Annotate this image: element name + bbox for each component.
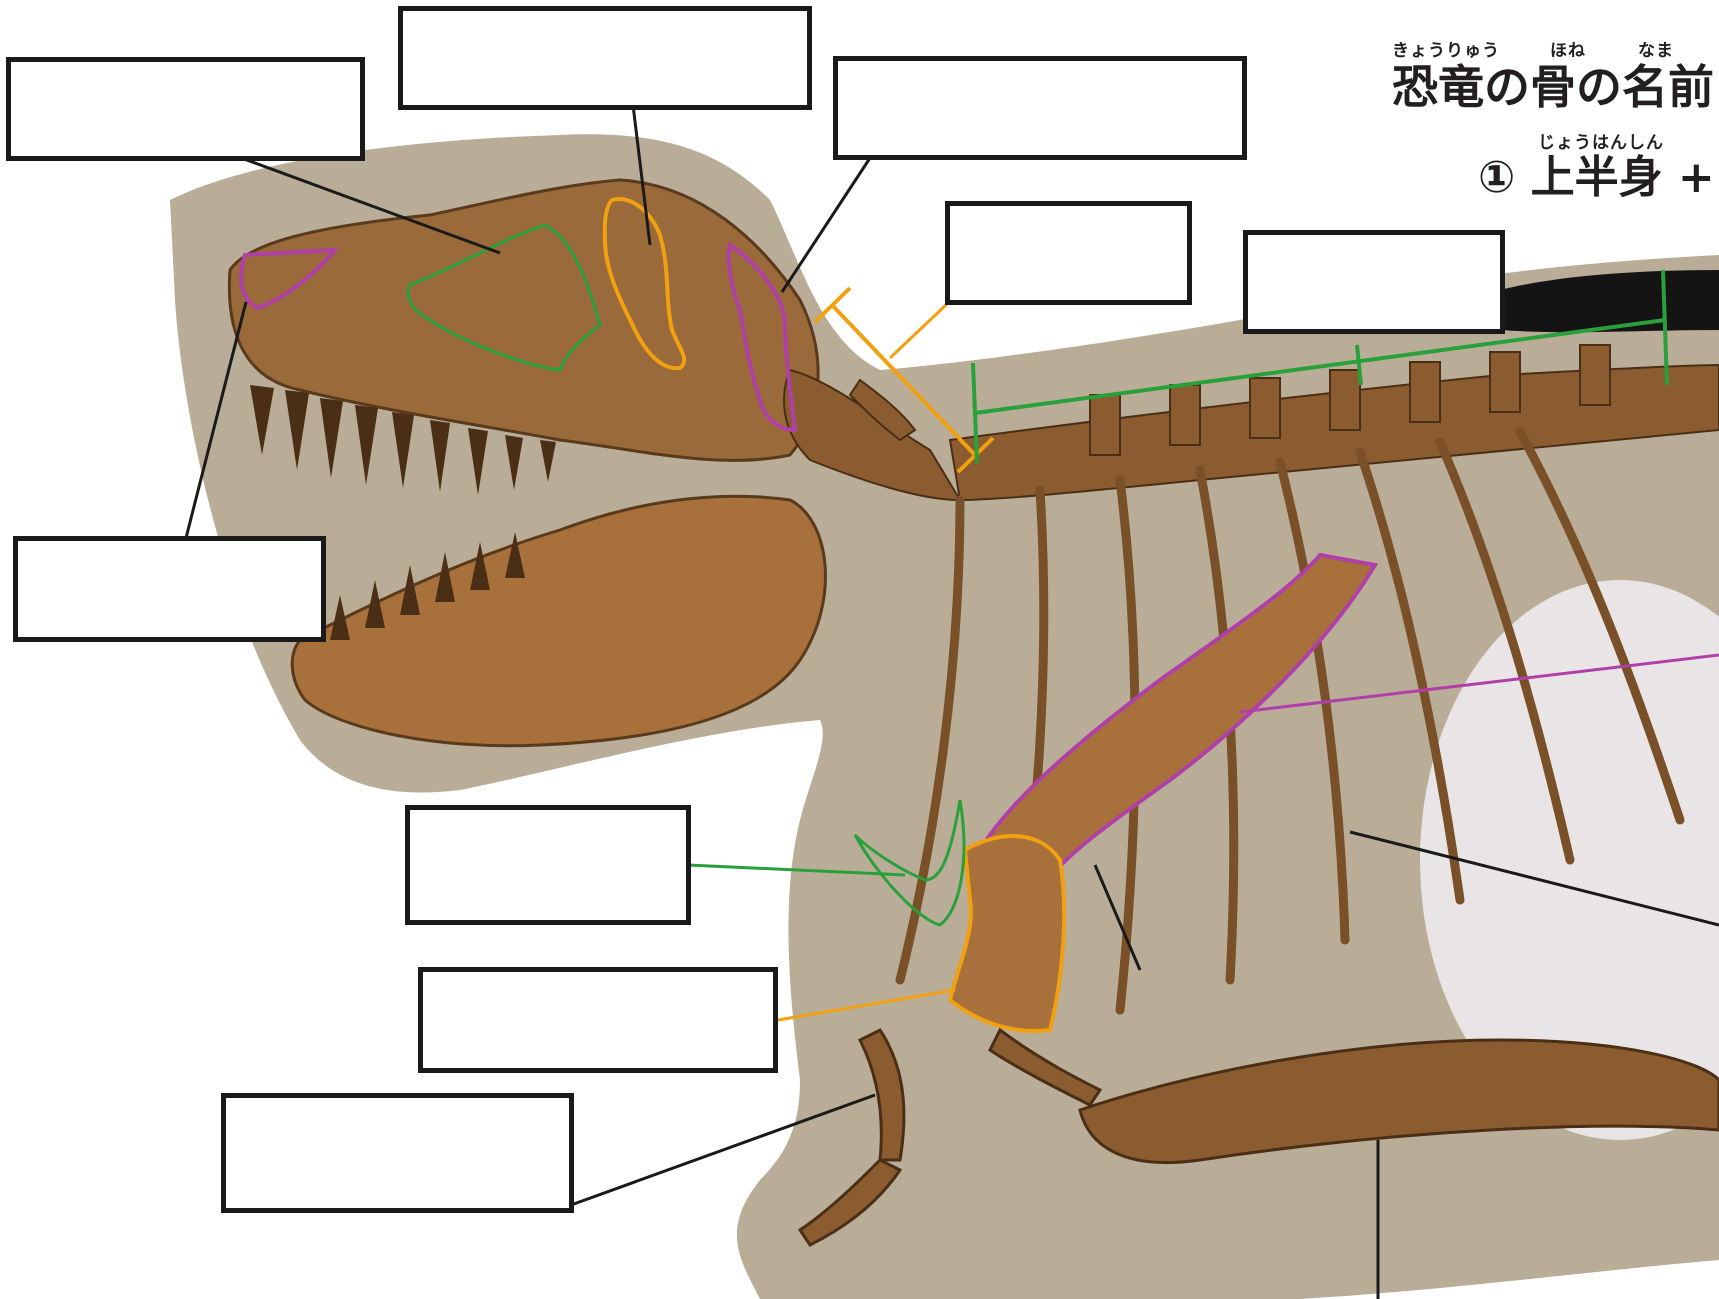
furcula-label-box[interactable]	[405, 805, 691, 925]
neck-vertebrae-label-box[interactable]	[1243, 230, 1505, 334]
nasal-opening-label-box[interactable]	[6, 57, 365, 161]
page-subtitle: ① 上半身 +	[1478, 153, 1715, 203]
neck-leader	[890, 303, 948, 358]
ruby-namae: なま	[1638, 41, 1674, 61]
lateral-temporal-fenestra-label-box[interactable]	[945, 201, 1192, 305]
ruby-kyouryuu: きょうりゅう	[1392, 41, 1500, 61]
forelimb-label-box[interactable]	[221, 1093, 574, 1213]
page-title: 恐竜の骨の名前	[1392, 61, 1714, 113]
title-block: きょうりゅう ほね なま 恐竜の骨の名前	[1392, 36, 1714, 113]
antorbital-fenestra-label-box[interactable]	[398, 6, 812, 110]
coracoid	[950, 836, 1064, 1031]
subtitle-ruby: じょうはんしん	[1478, 128, 1715, 153]
subtitle-block: じょうはんしん ① 上半身 +	[1478, 128, 1715, 203]
premaxilla-label-box[interactable]	[13, 536, 326, 642]
orbit-label-box[interactable]	[833, 56, 1247, 160]
title-ruby: きょうりゅう ほね なま	[1392, 36, 1714, 61]
coracoid-label-box[interactable]	[418, 967, 778, 1073]
ruby-hone: ほね	[1550, 41, 1586, 61]
temporal-leader	[782, 158, 870, 292]
